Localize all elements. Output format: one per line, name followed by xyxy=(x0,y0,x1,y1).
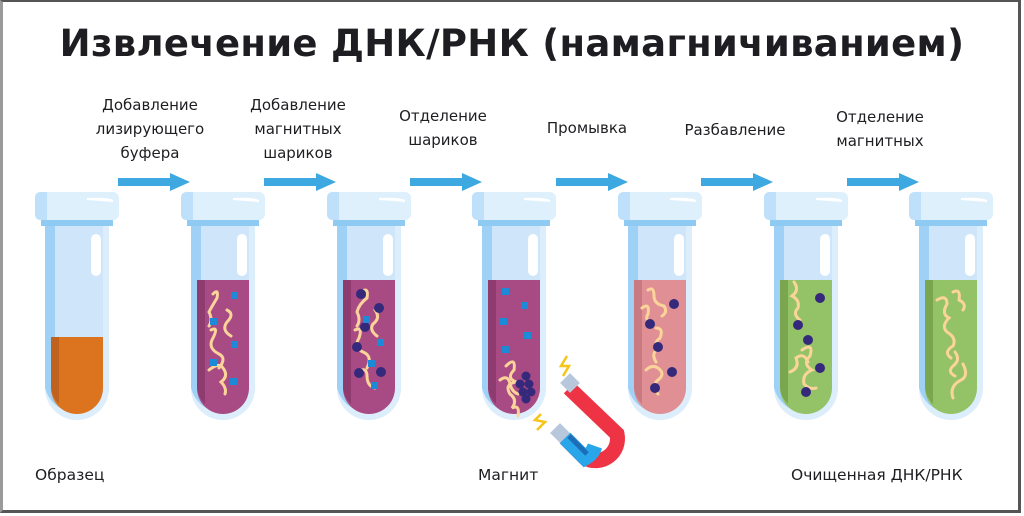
tube-sample xyxy=(35,192,119,420)
tube-magnetic-beads xyxy=(327,192,411,420)
step-line: Промывка xyxy=(546,119,628,137)
step-label-dilution: Разбавление xyxy=(665,118,805,142)
tube-wash xyxy=(618,192,702,420)
arrow-step-2 xyxy=(264,173,336,191)
step-label-wash: Промывка xyxy=(517,116,657,140)
step-label-lysis: Добавление лизирующего буфера xyxy=(80,93,220,165)
label-magnet: Магнит xyxy=(478,466,539,484)
step-line: магнитных xyxy=(254,120,342,138)
step-line: Добавление xyxy=(102,96,198,114)
tube-lysis-buffer xyxy=(181,192,265,420)
step-line: Разбавление xyxy=(684,121,786,139)
arrow-step-1 xyxy=(118,173,190,191)
step-line: Отделение xyxy=(399,107,487,125)
step-line: лизирующего xyxy=(95,120,205,138)
tube-bead-separation xyxy=(472,192,556,420)
step-line: шариков xyxy=(408,131,478,149)
arrow-step-4 xyxy=(556,173,628,191)
tube-dilution xyxy=(764,192,848,420)
arrow-step-5 xyxy=(701,173,773,191)
arrow-step-3 xyxy=(410,173,482,191)
step-line: буфера xyxy=(120,144,180,162)
label-sample: Образец xyxy=(35,466,105,484)
step-line: Добавление xyxy=(250,96,346,114)
tube-purified xyxy=(909,192,993,420)
step-label-separate-beads: Отделение шариков xyxy=(373,104,513,152)
label-purified: Очищенная ДНК/РНК xyxy=(791,466,963,484)
step-line: шариков xyxy=(263,144,333,162)
step-label-separate-magnetic: Отделение магнитных xyxy=(810,105,950,153)
diagram-title: Извлечение ДНК/РНК (намагничиванием) xyxy=(59,22,965,65)
step-line: Отделение xyxy=(836,108,924,126)
magnet-icon xyxy=(532,355,625,469)
arrow-step-6 xyxy=(847,173,919,191)
step-line: магнитных xyxy=(836,132,924,150)
step-label-add-beads: Добавление магнитных шариков xyxy=(228,93,368,165)
